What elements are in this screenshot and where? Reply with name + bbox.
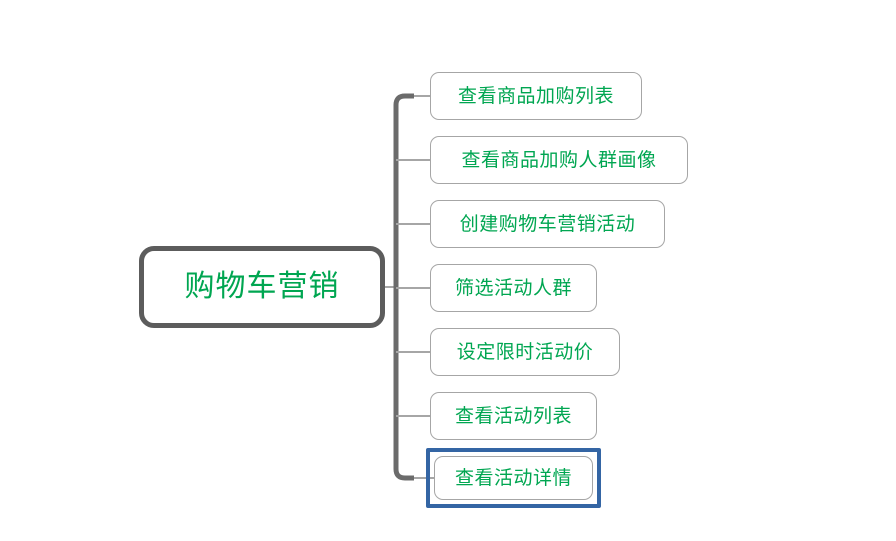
child-node-label: 查看活动详情	[454, 466, 572, 489]
child-node-7-selected[interactable]: 查看活动详情	[434, 456, 593, 500]
child-node-label: 筛选活动人群	[454, 276, 572, 299]
child-node-6[interactable]: 查看活动列表	[430, 392, 597, 440]
child-node-label: 查看活动列表	[454, 404, 572, 427]
child-node-label: 设定限时活动价	[456, 340, 594, 363]
child-node-3[interactable]: 创建购物车营销活动	[430, 200, 665, 248]
root-node-label: 购物车营销	[184, 269, 340, 304]
child-node-label: 查看商品加购人群画像	[461, 148, 657, 171]
child-node-5[interactable]: 设定限时活动价	[430, 328, 620, 376]
connector-trunk	[393, 93, 414, 481]
child-node-4[interactable]: 筛选活动人群	[430, 264, 597, 312]
root-node[interactable]: 购物车营销	[139, 246, 385, 328]
child-node-label: 查看商品加购列表	[457, 84, 614, 107]
child-node-1[interactable]: 查看商品加购列表	[430, 72, 642, 120]
child-node-2[interactable]: 查看商品加购人群画像	[430, 136, 688, 184]
selection-frame	[426, 448, 601, 508]
child-node-label: 创建购物车营销活动	[459, 212, 636, 235]
